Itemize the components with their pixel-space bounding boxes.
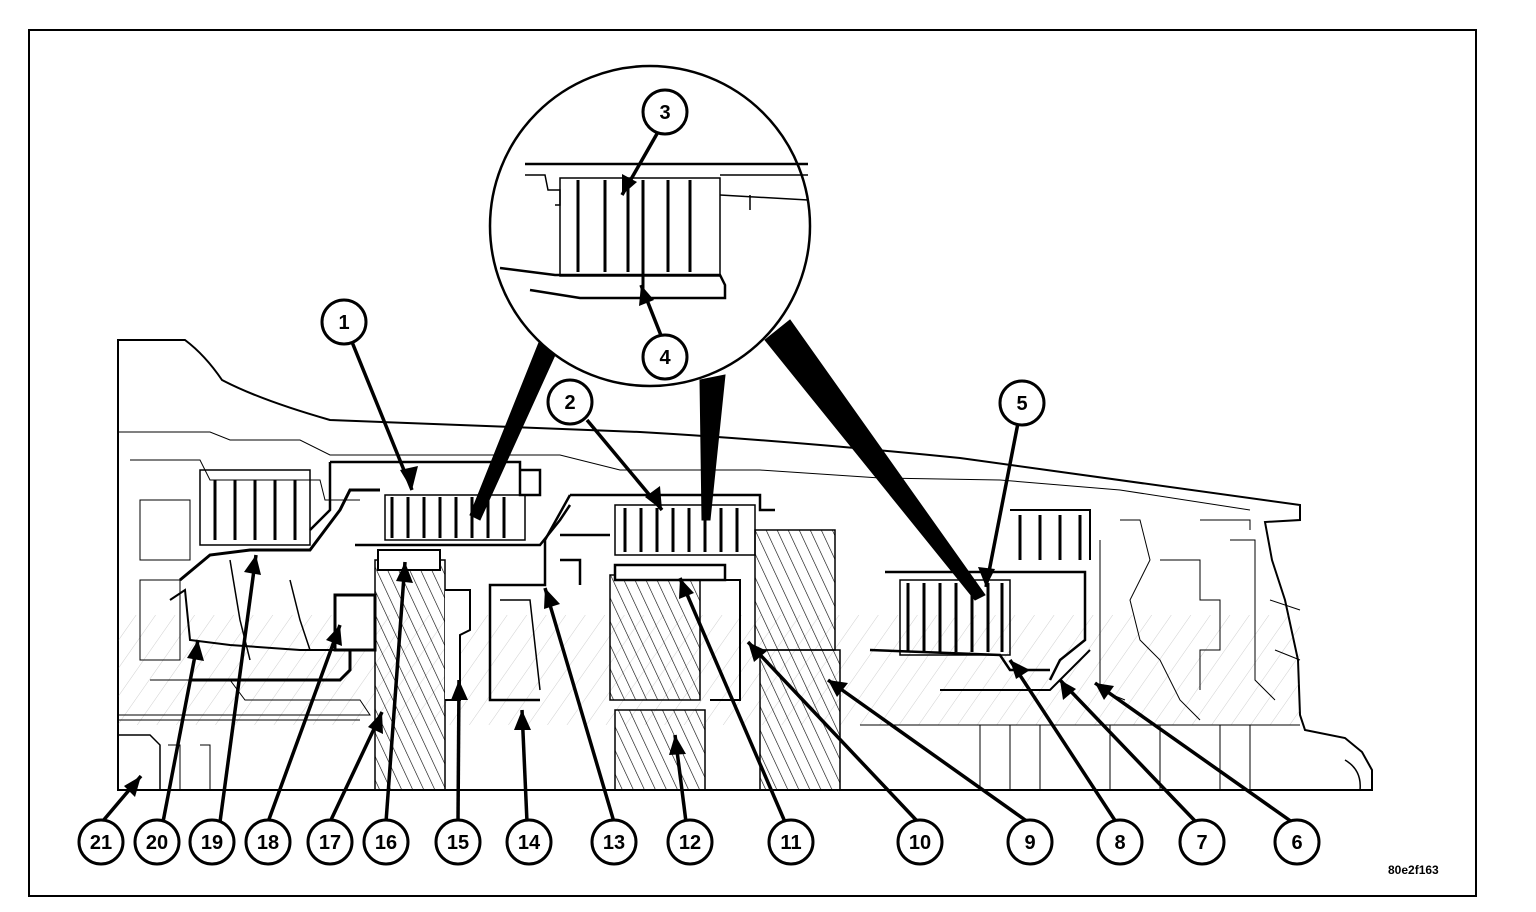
- callout-21: 21: [77, 818, 125, 866]
- callout-20-label: 20: [146, 832, 168, 854]
- callout-20: 20: [133, 818, 181, 866]
- callout-10-label: 10: [909, 832, 931, 854]
- callout-1: 1: [320, 298, 368, 346]
- callout-14: 14: [505, 818, 553, 866]
- clutch-pack-2: [488, 493, 775, 702]
- callout-1-label: 1: [338, 312, 349, 334]
- figure-id: 80e2f163: [1388, 863, 1439, 877]
- callout-7: 7: [1178, 818, 1226, 866]
- callout-3-label: 3: [659, 102, 670, 124]
- callout-2-label: 2: [564, 392, 575, 414]
- callout-6: 6: [1273, 818, 1321, 866]
- callout-9-label: 9: [1024, 832, 1035, 854]
- callout-15-label: 15: [447, 832, 469, 854]
- callout-11: 11: [767, 818, 815, 866]
- callout-16-label: 16: [375, 832, 397, 854]
- callout-10: 10: [896, 818, 944, 866]
- callout-21-label: 21: [90, 832, 112, 854]
- callout-8: 8: [1096, 818, 1144, 866]
- callout-5-label: 5: [1016, 393, 1027, 415]
- callout-18-label: 18: [257, 832, 279, 854]
- callout-13-label: 13: [603, 832, 625, 854]
- callout-13: 13: [590, 818, 638, 866]
- callout-4: 4: [641, 333, 689, 381]
- leader-arrowheads: [124, 174, 1114, 797]
- callout-7-label: 7: [1196, 832, 1207, 854]
- callout-19: 19: [188, 818, 236, 866]
- callout-4-label: 4: [659, 347, 671, 369]
- callout-14-label: 14: [518, 832, 541, 854]
- callout-8-label: 8: [1114, 832, 1125, 854]
- callout-2: 2: [546, 378, 594, 426]
- callout-12-label: 12: [679, 832, 701, 854]
- transmission-housing: [117, 339, 1373, 791]
- clutch-pack-1: [309, 460, 572, 547]
- callout-16: 16: [362, 818, 410, 866]
- frame-border: [28, 29, 1477, 897]
- callout-19-label: 19: [201, 832, 223, 854]
- callout-6-label: 6: [1291, 832, 1302, 854]
- magnifier-wedges: [469, 319, 986, 601]
- callout-9: 9: [1006, 818, 1054, 866]
- callout-5: 5: [998, 379, 1046, 427]
- callout-15: 15: [434, 818, 482, 866]
- callout-11-label: 11: [780, 832, 801, 854]
- detail-magnifier: [488, 64, 812, 388]
- callout-17-label: 17: [319, 832, 341, 854]
- callouts: 1 2 3 4 5 6 7 8 9 10 11 12 13 14 15 16 1…: [77, 88, 1321, 866]
- callout-18: 18: [244, 818, 292, 866]
- callout-12: 12: [666, 818, 714, 866]
- callout-17: 17: [306, 818, 354, 866]
- callout-3: 3: [641, 88, 689, 136]
